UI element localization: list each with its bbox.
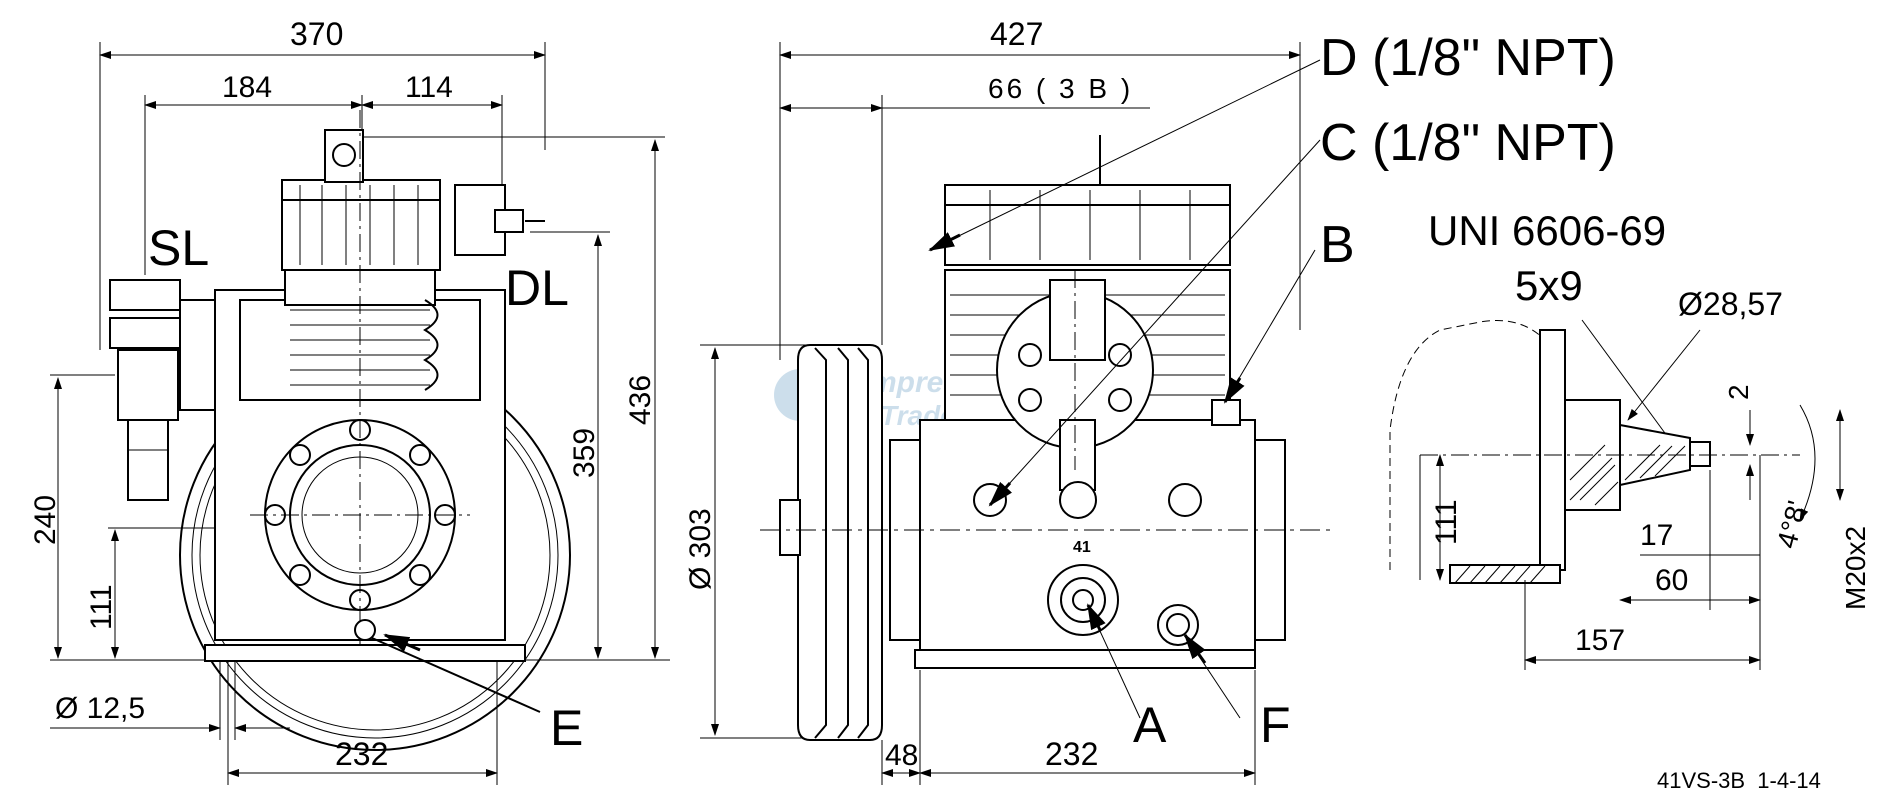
dim-17: 17 bbox=[1640, 519, 1673, 552]
dim-2: 2 bbox=[1723, 384, 1754, 400]
label-f: F bbox=[1260, 697, 1291, 753]
dim-184: 184 bbox=[222, 71, 272, 104]
label-sl: SL bbox=[148, 220, 209, 276]
dim-taper: 4°8' bbox=[1771, 497, 1813, 551]
label-uni-standard: UNI 6606-69 bbox=[1428, 207, 1666, 254]
dim-111-detail: 111 bbox=[1430, 499, 1463, 545]
shaft-hatch bbox=[1624, 444, 1686, 481]
label-a: A bbox=[1133, 697, 1167, 753]
dim-240: 240 bbox=[29, 495, 62, 545]
dim-157: 157 bbox=[1575, 624, 1625, 657]
label-d: D (1/8" NPT) bbox=[1320, 29, 1616, 87]
label-c: C (1/8" NPT) bbox=[1320, 114, 1616, 172]
dim-370: 370 bbox=[290, 16, 343, 52]
cylinder-head bbox=[281, 179, 441, 271]
label-b: B bbox=[1320, 216, 1355, 274]
dim-359: 359 bbox=[568, 428, 601, 478]
label-key-5x9: 5x9 bbox=[1515, 262, 1583, 309]
front-view: 370 184 114 436 359 240 111 Ø 12,5 bbox=[29, 16, 670, 785]
label-model: 41 bbox=[1073, 539, 1091, 556]
label-dl: DL bbox=[505, 260, 569, 316]
dim-60: 60 bbox=[1655, 564, 1688, 597]
dim-303: Ø 303 bbox=[684, 508, 717, 590]
dim-hole-12-5: Ø 12,5 bbox=[55, 692, 145, 725]
pulley bbox=[779, 344, 883, 741]
dim-111-front: 111 bbox=[85, 584, 118, 630]
dim-232-side: 232 bbox=[1045, 736, 1098, 772]
dim-thread: M20x2 bbox=[1840, 526, 1871, 610]
side-view: 427 66 ( 3 B ) Ø 303 48 232 bbox=[684, 16, 1616, 785]
dim-114: 114 bbox=[405, 71, 453, 104]
drawing-code: 41VS-3B 1-4-14 bbox=[1657, 768, 1821, 793]
dim-48: 48 bbox=[885, 739, 918, 772]
label-e: E bbox=[550, 700, 583, 756]
shaft-detail: UNI 6606-69 5x9 Ø28,57 bbox=[1389, 207, 1871, 670]
dim-66-3b: 66 ( 3 B ) bbox=[988, 73, 1133, 104]
dim-427: 427 bbox=[990, 16, 1043, 52]
dim-232-front: 232 bbox=[335, 736, 388, 772]
label-dia-28-57: Ø28,57 bbox=[1678, 286, 1783, 322]
dim-436: 436 bbox=[624, 375, 657, 425]
hub-hatch bbox=[1569, 444, 1619, 506]
